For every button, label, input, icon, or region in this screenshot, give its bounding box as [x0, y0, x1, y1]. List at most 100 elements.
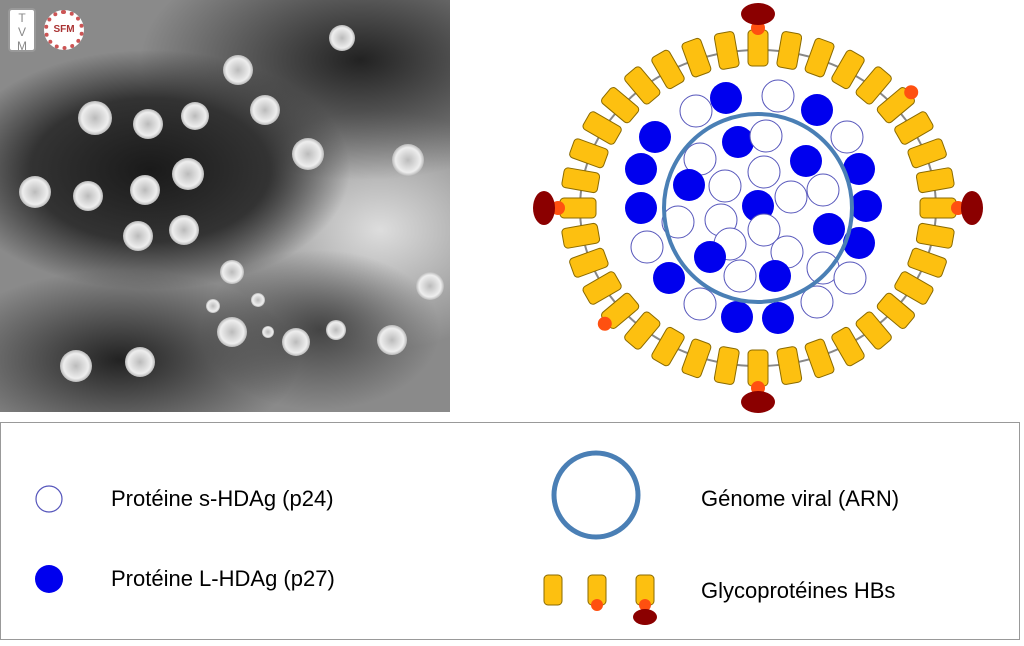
l-hdag-protein	[801, 94, 833, 126]
l-hdag-protein	[625, 153, 657, 185]
l-hdag-protein	[694, 241, 726, 273]
l-hdag-protein	[653, 262, 685, 294]
virus-particle	[250, 95, 280, 125]
glycoprotein	[582, 111, 622, 145]
s-hdag-protein	[761, 79, 795, 113]
tvm-logo: TVM	[8, 8, 36, 53]
sfm-logo: SFM	[44, 10, 84, 50]
s-hdag-protein	[806, 173, 840, 207]
l-hdag-protein	[710, 82, 742, 114]
glycoprotein	[907, 247, 947, 278]
s-hdag-protein	[749, 119, 783, 153]
glycoprotein	[681, 37, 712, 78]
glycoprotein-icons	[543, 574, 657, 625]
glycoprotein	[894, 111, 934, 145]
s-hdag-protein	[774, 180, 808, 214]
legend-s-hdag-label: Protéine s-HDAg (p24)	[111, 486, 334, 511]
virus-particle	[282, 328, 310, 356]
glycoprotein	[561, 167, 601, 194]
virus-particle	[329, 25, 355, 51]
virus-particle	[60, 350, 92, 382]
virus-particle	[292, 138, 324, 170]
glycoprotein	[601, 87, 640, 124]
s-hdag-protein	[708, 169, 742, 203]
glycoprotein	[569, 138, 609, 169]
glycoprotein	[894, 271, 934, 305]
glycoprotein	[597, 292, 640, 331]
virus-particle	[392, 144, 424, 176]
l-hdag-protein	[762, 302, 794, 334]
l-hdag-icon	[35, 565, 63, 593]
glycoprotein	[741, 3, 775, 67]
virus-particle	[125, 347, 155, 377]
s-hdag-protein	[747, 213, 781, 247]
glycoprotein	[907, 138, 947, 169]
virus-particle	[172, 158, 204, 190]
l-hdag-protein	[790, 145, 822, 177]
l-hdag-protein	[813, 213, 845, 245]
glycoprotein	[561, 222, 601, 249]
virus-particle	[123, 221, 153, 251]
s-hdag-icon	[35, 485, 63, 513]
glycoprotein	[681, 338, 712, 379]
glycoprotein	[876, 85, 919, 124]
virus-particle	[169, 215, 199, 245]
s-hdag-protein	[833, 261, 867, 295]
genome-icon	[551, 450, 641, 540]
l-hdag-protein	[722, 126, 754, 158]
virus-particle	[217, 317, 247, 347]
glycoprotein	[569, 247, 609, 278]
s-hdag-protein	[661, 205, 695, 239]
glycoprotein	[713, 31, 740, 70]
s-hdag-protein	[747, 155, 781, 189]
l-hdag-protein	[625, 192, 657, 224]
l-hdag-protein	[639, 121, 671, 153]
l-hdag-protein	[850, 190, 882, 222]
glycoprotein	[919, 191, 983, 225]
s-hdag-protein	[679, 94, 713, 128]
virus-particle	[206, 299, 220, 313]
legend-genome-label: Génome viral (ARN)	[701, 486, 900, 511]
glycoprotein	[582, 271, 622, 305]
l-hdag-protein	[759, 260, 791, 292]
glycoprotein	[713, 346, 740, 385]
glycoprotein	[741, 349, 775, 413]
virus-particle	[133, 109, 163, 139]
glycoprotein	[651, 326, 685, 367]
legend-glyco-label: Glycoprotéines HBs	[701, 578, 896, 603]
s-hdag-protein	[723, 259, 757, 293]
virus-particle	[19, 176, 51, 208]
l-hdag-protein	[673, 169, 705, 201]
l-hdag-protein	[843, 227, 875, 259]
glycoprotein	[831, 49, 865, 90]
glycoprotein	[624, 311, 661, 350]
glycoprotein	[855, 66, 892, 105]
glycoprotein	[915, 167, 955, 194]
hdv-virion-diagram	[533, 3, 983, 413]
virus-particle	[73, 181, 103, 211]
s-hdag-protein	[830, 120, 864, 154]
legend: Protéine s-HDAg (p24) Protéine L-HDAg (p…	[0, 422, 1020, 640]
virus-particle	[78, 101, 112, 135]
glycoprotein	[915, 222, 955, 249]
s-hdag-protein	[630, 230, 664, 264]
electron-micrograph	[0, 0, 450, 412]
viral-genome-ring	[662, 112, 854, 304]
glycoprotein	[855, 311, 892, 350]
glycoprotein	[651, 49, 685, 90]
l-hdag-protein	[721, 301, 753, 333]
glycoprotein	[804, 338, 835, 379]
l-hdag-protein	[843, 153, 875, 185]
virus-particle	[130, 175, 160, 205]
glycoprotein	[831, 326, 865, 367]
virus-particle	[416, 272, 444, 300]
legend-l-hdag-label: Protéine L-HDAg (p27)	[111, 566, 335, 591]
s-hdag-protein	[683, 287, 717, 321]
virus-particle	[377, 325, 407, 355]
s-hdag-protein	[800, 285, 834, 319]
glycoprotein	[533, 191, 597, 225]
virus-particle	[262, 326, 274, 338]
virus-particle	[251, 293, 265, 307]
virus-particle	[181, 102, 209, 130]
virus-particle	[220, 260, 244, 284]
